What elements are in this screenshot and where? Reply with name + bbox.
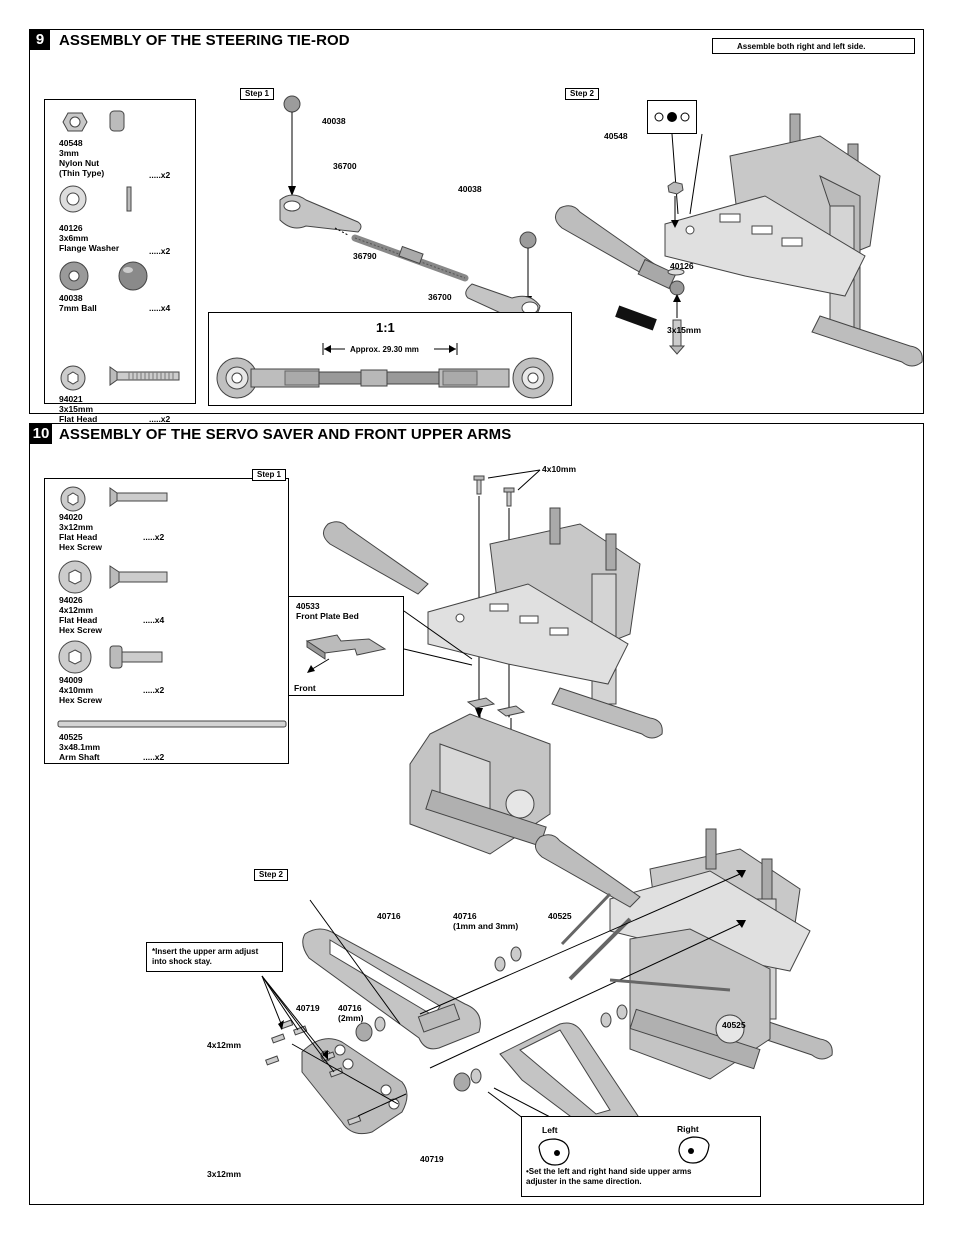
- hex-screw-4x10-front-icon: [58, 640, 92, 674]
- part-code: 40126: [59, 223, 83, 233]
- callout-40719-bottom: 40719: [420, 1154, 444, 1164]
- callout-3x15mm: 3x15mm: [667, 325, 702, 335]
- front-label: Front: [294, 683, 316, 693]
- section-10-step-1: Step 1: [252, 469, 287, 481]
- callout-40525-right: 40525: [722, 1020, 746, 1030]
- tie-rod-full-scale-diagram: [216, 357, 554, 399]
- flat-head-screw-4x12-side-icon: [109, 565, 168, 589]
- flat-head-screw-4x12-front-icon: [58, 560, 92, 594]
- adjuster-direction-note: •Set the left and right hand side upper …: [526, 1167, 692, 1186]
- callout-40525-top: 40525: [548, 911, 572, 921]
- section-9-note: Assemble both right and left side.: [737, 42, 866, 51]
- section-9-title: ASSEMBLY OF THE STEERING TIE-ROD: [59, 32, 350, 49]
- callout-36700-top: 36700: [333, 161, 357, 171]
- part-code: 94020: [59, 512, 83, 522]
- flat-head-screw-3x12-front-icon: [60, 486, 86, 512]
- section-9-panel: 9 ASSEMBLY OF THE STEERING TIE-ROD Assem…: [29, 29, 924, 434]
- part-qty: .....x4: [149, 303, 171, 313]
- ball-orientation-icon: [654, 112, 690, 122]
- part-desc: 3mm Nylon Nut (Thin Type): [59, 148, 105, 178]
- length-label: Approx. 29.30 mm: [350, 345, 419, 354]
- callout-40038-top: 40038: [322, 116, 346, 126]
- part-qty: .....x2: [143, 532, 165, 542]
- part-qty: .....x2: [143, 752, 165, 762]
- flange-washer-icon: [59, 185, 87, 213]
- part-code: 40548: [59, 138, 83, 148]
- callout-4x10mm: 4x10mm: [542, 464, 577, 474]
- flat-head-screw-front-icon: [60, 365, 86, 391]
- callout-40719: 40719: [296, 1003, 320, 1013]
- left-adjuster-icon: [538, 1138, 570, 1166]
- callout-40126: 40126: [670, 261, 694, 271]
- steering-assembly-diagram: [555, 113, 923, 367]
- front-plate-bed-icon: [305, 634, 387, 673]
- part-code: 40525: [59, 732, 83, 742]
- section-10-title: ASSEMBLY OF THE SERVO SAVER AND FRONT UP…: [59, 426, 512, 443]
- section-10-parts-box: 94020 3x12mm Flat Head Hex Screw .....x2…: [44, 478, 289, 764]
- nylon-nut-icon: [62, 112, 88, 132]
- part-qty: .....x2: [149, 170, 171, 180]
- callout-36790: 36790: [353, 251, 377, 261]
- part-code: 94021: [59, 394, 83, 404]
- section-9-step-2: Step 2: [565, 88, 600, 100]
- front-plate-bed-inset: 40533 Front Plate Bed Front: [288, 596, 404, 696]
- part-desc: 7mm Ball: [59, 303, 97, 313]
- ball-front-icon: [59, 261, 89, 291]
- part-qty: .....x2: [149, 414, 171, 424]
- part-desc: 3x12mm Flat Head Hex Screw: [59, 522, 102, 552]
- adjuster-direction-box: Left Right •Set the left and right hand …: [521, 1116, 761, 1197]
- callout-40533: 40533: [296, 601, 320, 611]
- insert-note: *Insert the upper arm adjust into shock …: [152, 947, 259, 966]
- part-desc: 3x6mm Flange Washer: [59, 233, 120, 253]
- part-code: 94026: [59, 595, 83, 605]
- callout-40038-mid: 40038: [458, 184, 482, 194]
- part-code: 94009: [59, 675, 83, 685]
- part-qty: .....x2: [149, 246, 171, 256]
- part-qty: .....x4: [143, 615, 165, 625]
- section-9-note-box: Assemble both right and left side.: [712, 38, 915, 54]
- scale-box: 1:1 Approx. 29.30 mm: [208, 312, 572, 406]
- callout-40716-shims: 40716 (1mm and 3mm): [453, 911, 519, 931]
- callout-3x12mm: 3x12mm: [207, 1169, 242, 1179]
- ball-orientation-inset: [647, 100, 697, 134]
- part-qty: .....x2: [143, 685, 165, 695]
- scale-label: 1:1: [376, 320, 395, 335]
- section-9-step-1: Step 1: [240, 88, 275, 100]
- servo-saver-step1-diagram: [323, 469, 663, 855]
- flat-head-screw-3x12-side-icon: [109, 487, 168, 507]
- callout-36700-bottom: 36700: [428, 292, 452, 302]
- section-9-parts-box: 40548 3mm Nylon Nut (Thin Type) .....x2 …: [44, 99, 196, 434]
- flange-washer-side-icon: [126, 186, 132, 212]
- section-9-number: 9: [30, 30, 50, 50]
- section-10-panel: 10 ASSEMBLY OF THE SERVO SAVER AND FRONT…: [29, 423, 924, 1205]
- left-label: Left: [542, 1125, 558, 1135]
- inset-leader-lines: [403, 610, 473, 666]
- part-desc: 3x48.1mm Arm Shaft: [59, 742, 101, 762]
- hex-screw-4x10-side-icon: [109, 645, 163, 669]
- section-10-number: 10: [30, 424, 52, 444]
- callout-4x12mm: 4x12mm: [207, 1040, 242, 1050]
- right-label: Right: [677, 1124, 699, 1134]
- front-plate-bed-label: Front Plate Bed: [296, 611, 359, 621]
- flat-head-screw-side-icon: [109, 366, 180, 386]
- right-adjuster-icon: [678, 1136, 710, 1164]
- tie-rod-exploded-diagram: [279, 95, 541, 322]
- callout-40716-2mm: 40716 (2mm): [338, 1003, 364, 1023]
- nylon-nut-side-icon: [109, 110, 125, 132]
- arm-shaft-icon: [57, 720, 287, 728]
- length-arrow: [322, 343, 458, 355]
- part-desc: 4x10mm Hex Screw: [59, 685, 102, 705]
- callout-40548: 40548: [604, 131, 628, 141]
- section-10-step-2: Step 2: [254, 869, 289, 881]
- insert-note-box: *Insert the upper arm adjust into shock …: [146, 942, 283, 972]
- upper-arm-step2-diagram: [535, 828, 833, 1080]
- ball-side-icon: [118, 261, 148, 291]
- part-desc: 4x12mm Flat Head Hex Screw: [59, 605, 102, 635]
- part-code: 40038: [59, 293, 83, 303]
- callout-40716-arm: 40716: [377, 911, 401, 921]
